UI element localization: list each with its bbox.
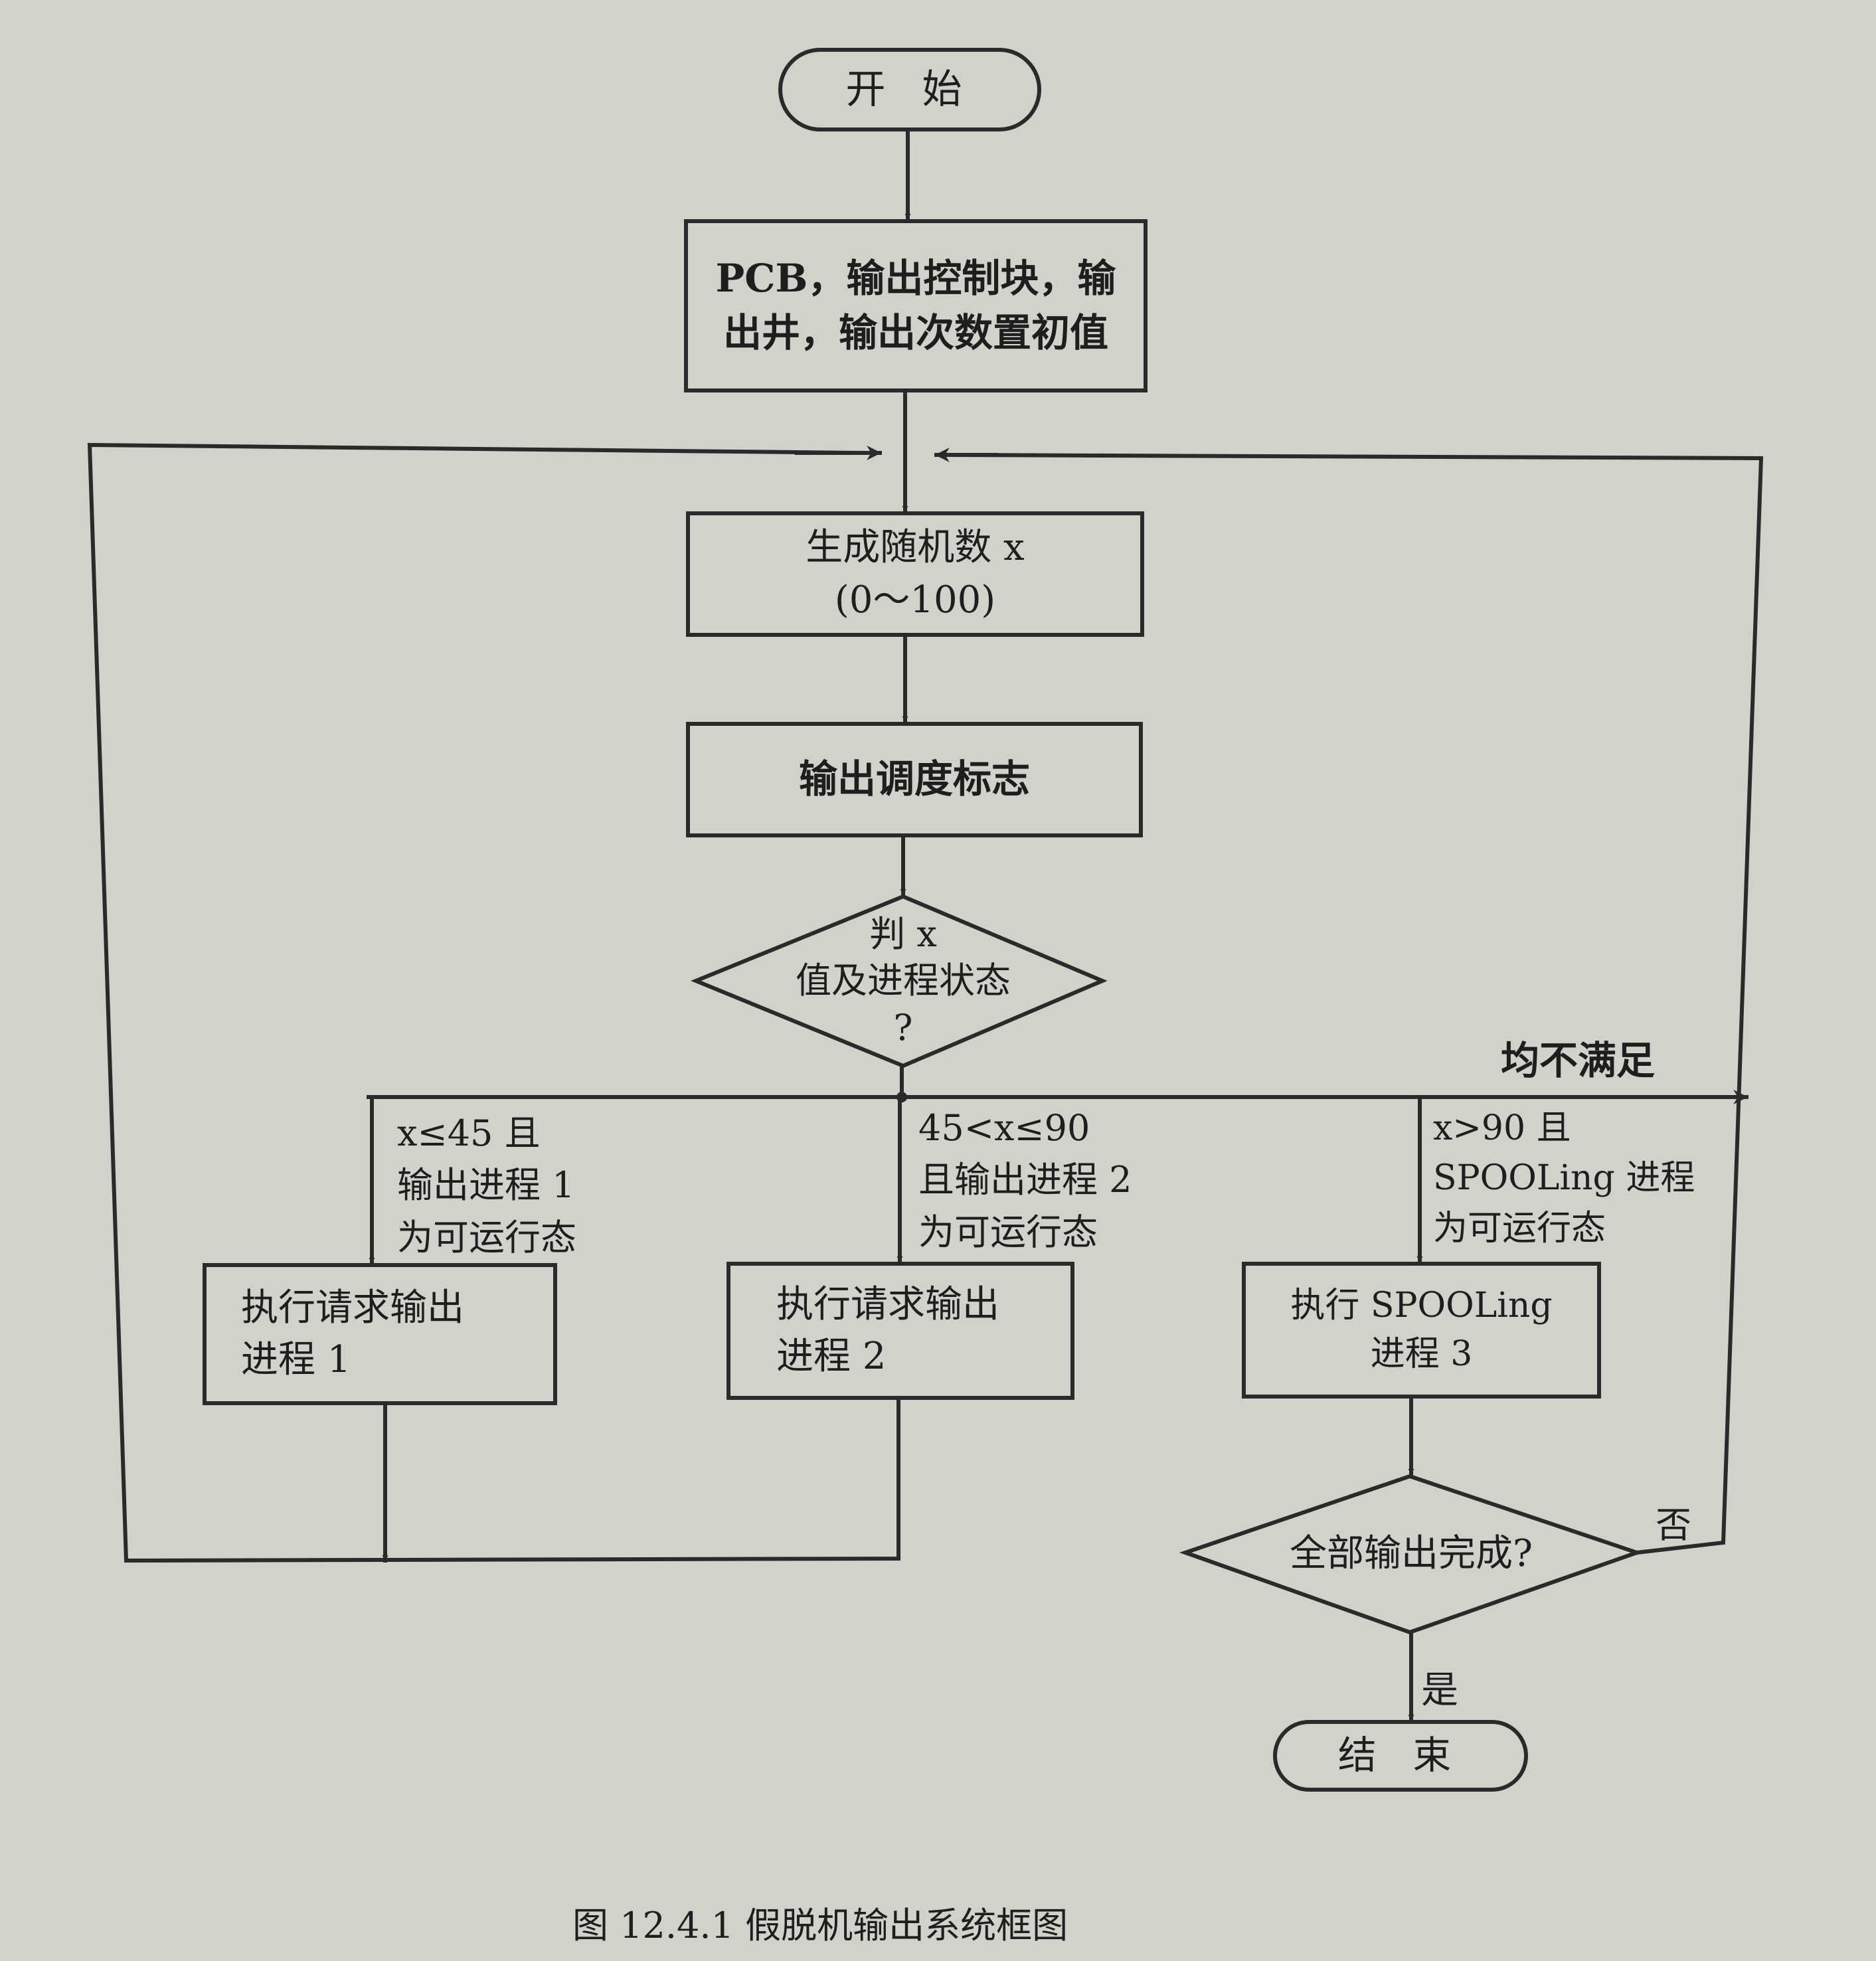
branch1-condition: x≤45 且 输出进程 1 为可运行态	[397, 1112, 576, 1258]
start-label: 开 始	[845, 66, 974, 113]
proc1-label: 执行请求输出 进程 1	[241, 1286, 464, 1381]
init-box	[684, 219, 1148, 392]
proc3-label: 执行 SPOOLing 进程 3	[1290, 1286, 1553, 1374]
none-satisfied-label: 均不满足	[1501, 1038, 1656, 1083]
proc2-label: 执行请求输出 进程 2	[776, 1282, 999, 1378]
dispatch-label: 输出调度标志	[798, 756, 1030, 802]
judge-label: 判 x 值及进程状态 ?	[796, 913, 1011, 1049]
done-check-label: 全部输出完成?	[1289, 1532, 1533, 1576]
yes-label: 是	[1421, 1669, 1458, 1712]
proc1-box	[203, 1263, 557, 1405]
random-label: 生成随机数 x (0～100)	[806, 526, 1025, 622]
branch2-condition: 45<x≤90 且输出进程 2 为可运行态	[918, 1107, 1132, 1253]
random-box	[686, 511, 1144, 637]
figure-caption: 图 12.4.1 假脱机输出系统框图	[572, 1905, 1068, 1946]
end-terminal	[1273, 1720, 1528, 1792]
no-return-line	[940, 452, 1764, 1555]
dispatch-box	[686, 722, 1143, 837]
no-label: 否	[1656, 1504, 1691, 1546]
proc2-return-line	[87, 442, 900, 1563]
init-label: PCB，输出控制块，输 出井，输出次数置初值	[715, 256, 1116, 355]
end-label: 结 束	[1337, 1733, 1464, 1778]
branch3-condition: x>90 且 SPOOLing 进程 为可运行态	[1433, 1108, 1695, 1248]
